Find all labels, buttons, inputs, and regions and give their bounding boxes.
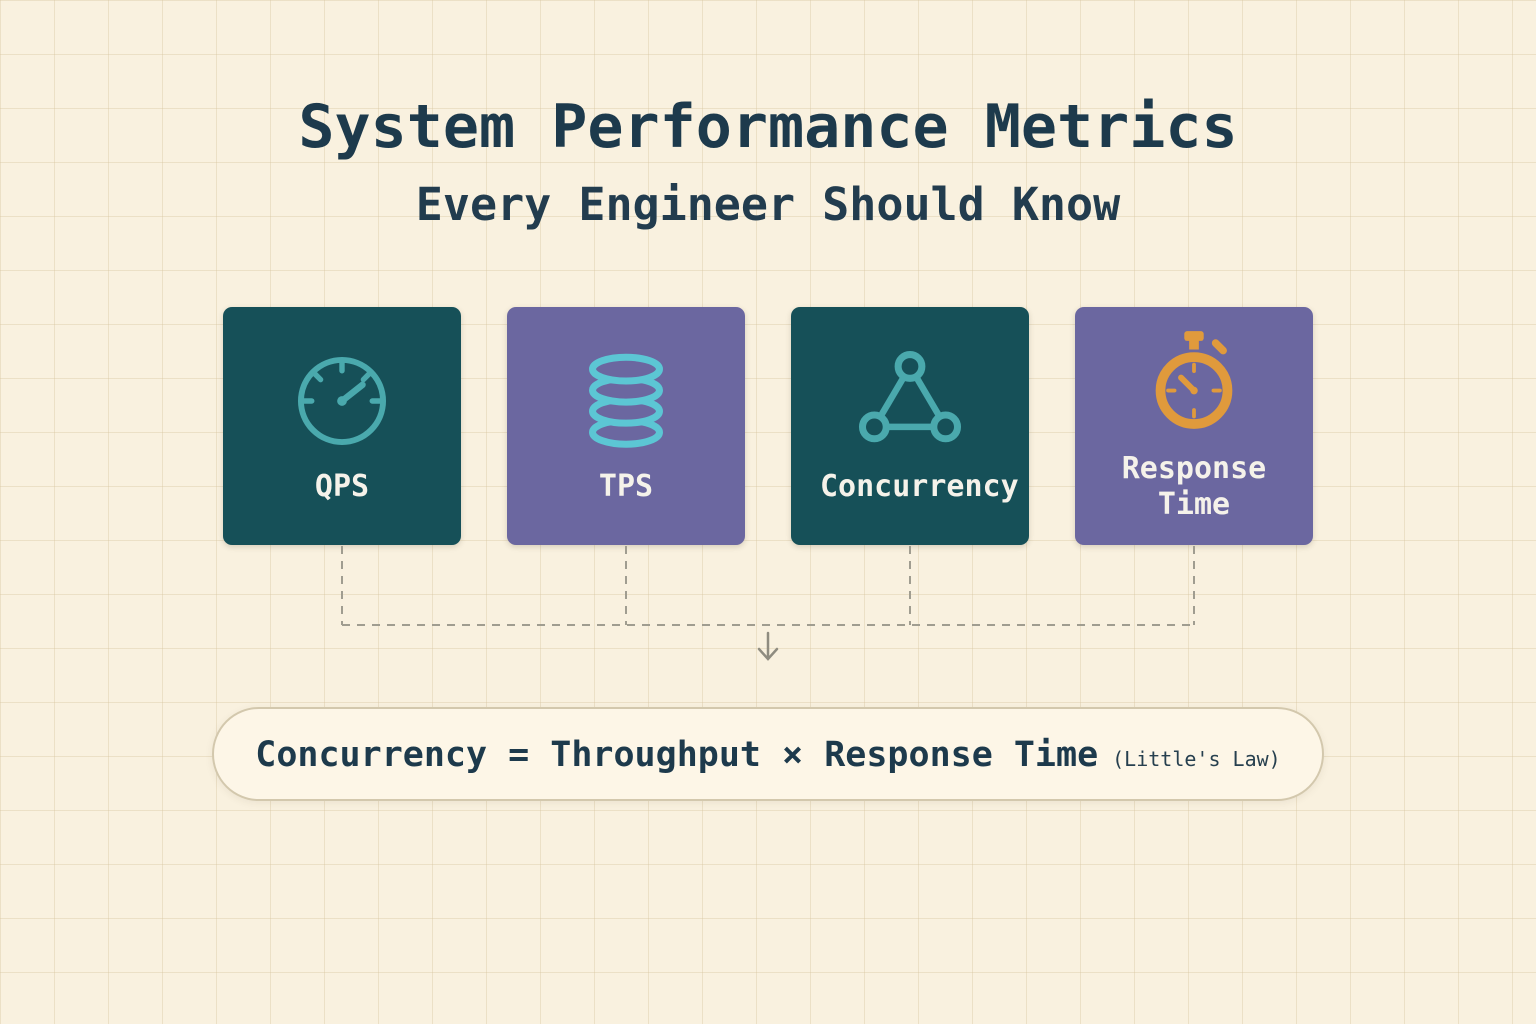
stopwatch-icon [1140,329,1248,437]
gauge-icon [288,347,396,455]
formula-box: Concurrency = Throughput × Response Time… [212,707,1324,801]
card-label: Concurrency [820,469,1019,504]
page-title: System Performance Metrics [298,92,1238,162]
page-subtitle: Every Engineer Should Know [415,178,1121,231]
down-arrow-icon [757,631,779,661]
card-label: TPS [598,469,654,504]
metric-cards-row: QPS TPS [0,307,1536,545]
card-concurrency: Concurrency [791,307,1029,545]
card-label: Response Time [1121,451,1267,522]
database-icon [572,347,680,455]
card-label: QPS [314,469,370,504]
network-triangle-icon [856,347,964,455]
card-tps: TPS [507,307,745,545]
formula-text: Concurrency = Throughput × Response Time [255,735,1099,775]
card-response-time: Response Time [1075,307,1313,545]
connector-lines [341,546,1195,661]
formula-note: (Little's Law) [1112,747,1281,771]
card-qps: QPS [223,307,461,545]
